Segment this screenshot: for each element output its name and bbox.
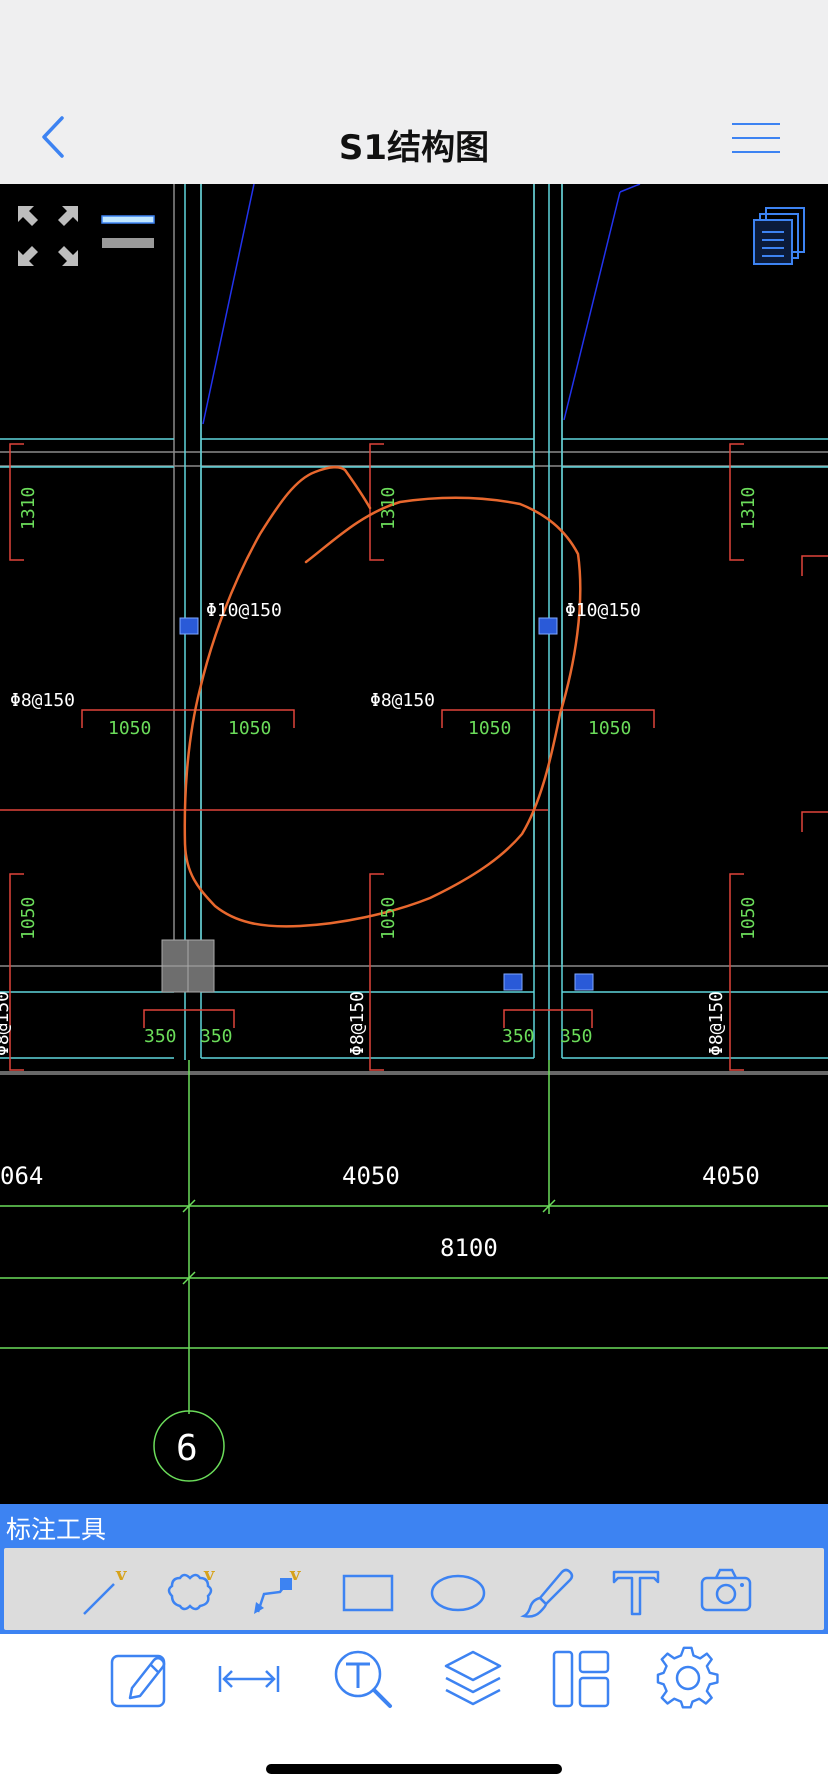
hatch-marks	[179, 617, 594, 991]
settings-icon	[656, 1646, 719, 1709]
rebar-text: Φ10@150 Φ10@150 Φ8@150 Φ8@150 Φ8@150 Φ8@…	[0, 600, 727, 1056]
bottom-tab-bar	[0, 1634, 828, 1792]
measure-icon	[218, 1666, 280, 1692]
line-tool-button[interactable]: v	[76, 1562, 136, 1618]
camera-tool-button[interactable]	[696, 1562, 756, 1618]
rebar-label: Φ10@150	[206, 600, 282, 621]
rebar-label: Φ8@150	[347, 991, 368, 1056]
annotate-icon	[110, 1654, 166, 1708]
brush-tool-button[interactable]	[516, 1562, 576, 1618]
layout-icon	[552, 1650, 610, 1708]
toggle-lines-button[interactable]	[100, 210, 156, 254]
svg-text:v: v	[289, 1564, 301, 1585]
dim-label: 1050	[468, 718, 511, 739]
layout-tab[interactable]	[548, 1646, 614, 1712]
rectangle-tool-icon	[342, 1574, 394, 1612]
annotation-toolbar: v v v	[0, 1546, 828, 1634]
dim-label: 350	[200, 1026, 233, 1047]
text-search-icon	[334, 1650, 392, 1708]
annotation-toolbar-inner: v v v	[4, 1548, 824, 1630]
slab-edges	[0, 184, 828, 1060]
line-toggle-icon	[101, 215, 155, 248]
rectangle-tool-button[interactable]	[338, 1562, 398, 1618]
text-tool-icon	[612, 1570, 660, 1616]
grid-lines	[0, 1060, 828, 1482]
rebar-label: Φ8@150	[0, 991, 13, 1056]
diagonal-lines	[202, 184, 641, 425]
dim-label: 1050	[228, 718, 271, 739]
ellipse-tool-button[interactable]	[428, 1562, 488, 1618]
markup-stroke	[183, 466, 582, 928]
span-label: 4050	[702, 1162, 760, 1190]
beam-lines	[0, 184, 828, 1075]
line-tool-icon: v	[83, 1564, 127, 1615]
document-stack-icon	[753, 207, 805, 265]
structural-drawing: Φ10@150 Φ10@150 Φ8@150 Φ8@150 Φ8@150 Φ8@…	[0, 184, 828, 1482]
annotate-tab[interactable]	[106, 1646, 172, 1712]
rebar-label: Φ8@150	[706, 991, 727, 1056]
cloud-tool-icon: v	[167, 1564, 215, 1611]
layers-tab[interactable]	[440, 1646, 506, 1712]
navigation-bar: S1结构图	[0, 92, 828, 184]
axis-label: 6	[176, 1428, 198, 1469]
dim-label: 1050	[18, 897, 39, 940]
span-label: 4050	[342, 1162, 400, 1190]
annotation-tools-title: 标注工具	[6, 1515, 107, 1544]
chevron-left-icon	[42, 116, 64, 158]
fullscreen-button[interactable]	[16, 204, 80, 268]
hamburger-menu-icon	[732, 123, 780, 153]
dimension-text: 1310 1310 1310 1050 1050 1050 1050 1050 …	[18, 487, 759, 1047]
span-label: 064	[0, 1162, 43, 1190]
svg-text:v: v	[115, 1564, 127, 1585]
dim-label: 1050	[378, 897, 399, 940]
rebar-label: Φ8@150	[370, 690, 435, 711]
dim-label: 1050	[738, 897, 759, 940]
rebar-label: Φ8@150	[10, 690, 75, 711]
layers-icon	[444, 1650, 502, 1706]
dim-label: 1050	[588, 718, 631, 739]
dim-label: 350	[560, 1026, 593, 1047]
cloud-tool-button[interactable]: v	[162, 1562, 222, 1618]
expand-arrows-icon	[18, 206, 78, 266]
camera-tool-icon	[700, 1568, 752, 1612]
menu-button[interactable]	[730, 118, 782, 158]
page-title: S1结构图	[338, 128, 490, 168]
text-search-tab[interactable]	[330, 1646, 396, 1712]
arrow-tool-icon: v	[254, 1564, 301, 1614]
sheets-button[interactable]	[750, 206, 810, 266]
ellipse-tool-icon	[430, 1574, 486, 1612]
home-indicator[interactable]	[266, 1764, 562, 1774]
annotation-tools-header: 标注工具	[0, 1504, 828, 1546]
dim-label: 350	[502, 1026, 535, 1047]
back-button[interactable]	[36, 114, 76, 160]
dim-label: 350	[144, 1026, 177, 1047]
brush-tool-icon	[520, 1568, 574, 1618]
span-text: 064 4050 4050 8100 6	[0, 1162, 760, 1469]
rebar-label: Φ10@150	[565, 600, 641, 621]
rebar-lines	[0, 443, 828, 1071]
status-bar	[0, 0, 828, 92]
arrow-tool-button[interactable]: v	[248, 1562, 308, 1618]
span-label: 8100	[440, 1234, 498, 1262]
dim-label: 1310	[378, 487, 399, 530]
svg-text:v: v	[203, 1564, 215, 1585]
dim-label: 1310	[738, 487, 759, 530]
drawing-canvas[interactable]: Φ10@150 Φ10@150 Φ8@150 Φ8@150 Φ8@150 Φ8@…	[0, 184, 828, 1504]
dim-label: 1310	[18, 487, 39, 530]
dim-label: 1050	[108, 718, 151, 739]
measure-tab[interactable]	[216, 1646, 282, 1712]
settings-tab[interactable]	[656, 1646, 722, 1712]
text-tool-button[interactable]	[606, 1562, 666, 1618]
